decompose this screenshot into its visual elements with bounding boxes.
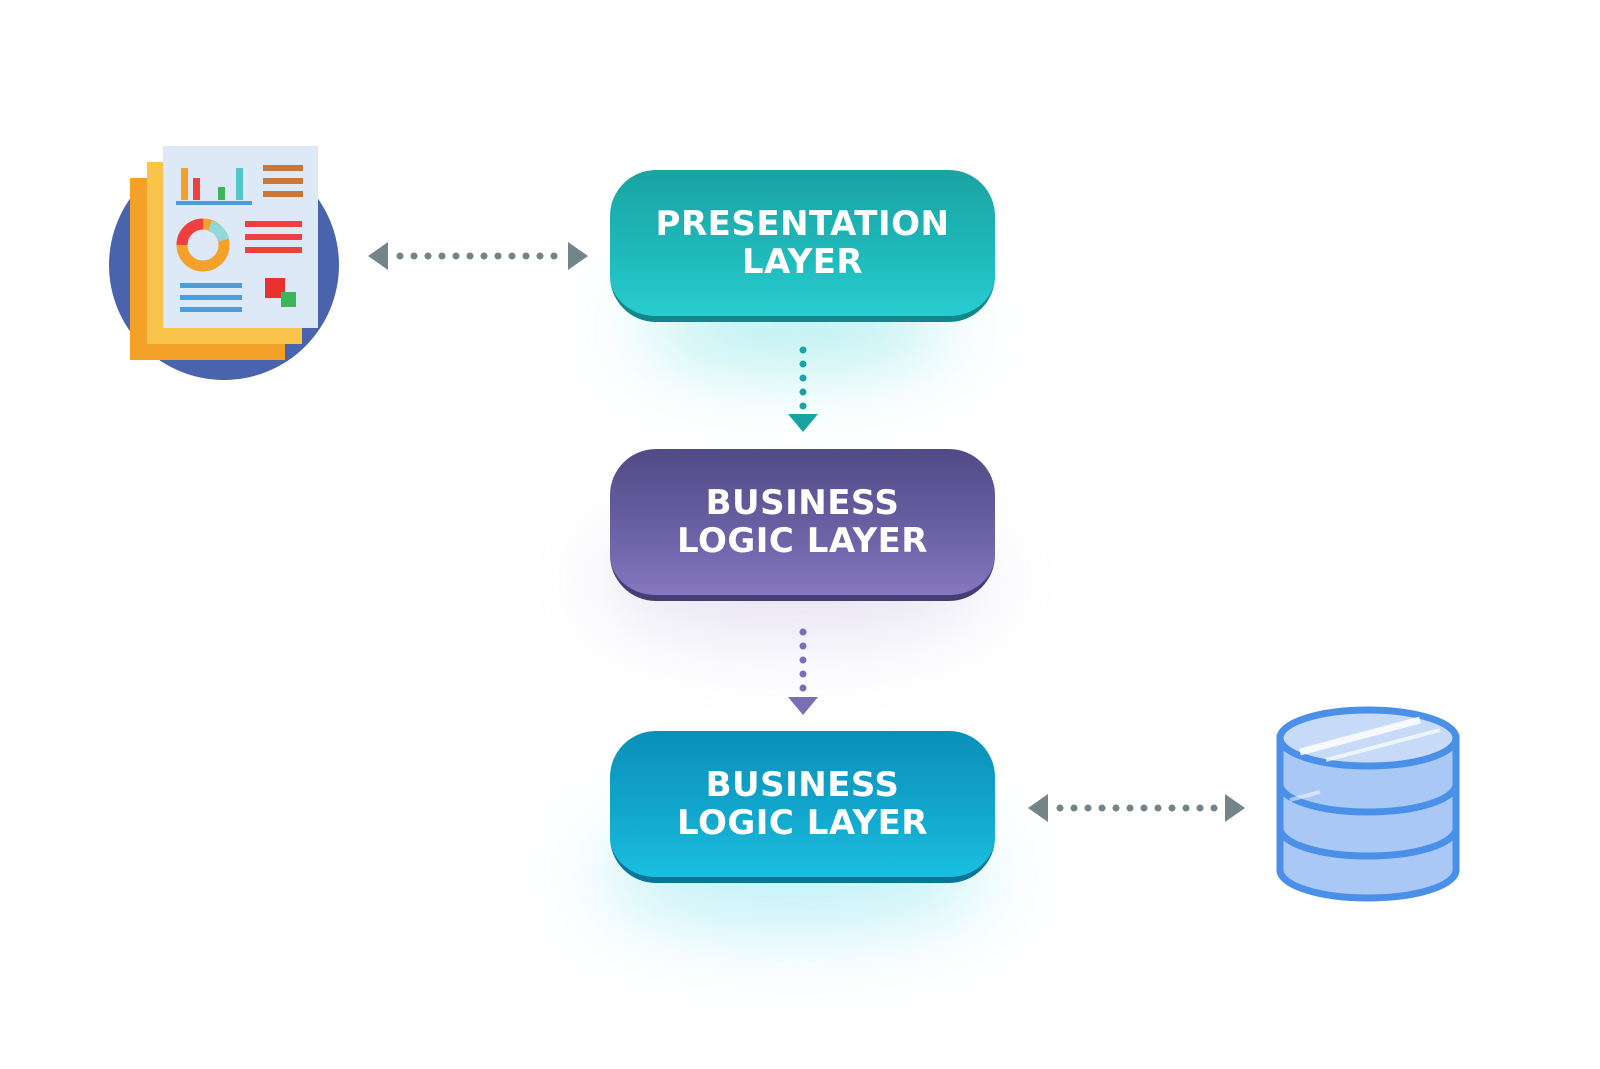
data-link-arrow: [1028, 794, 1245, 822]
down-arrow-1: [788, 346, 818, 432]
data-layer-line2: LOGIC LAYER: [677, 803, 928, 843]
presentation-layer-line1: PRESENTATION: [655, 204, 950, 244]
presentation-link-arrow: [368, 242, 588, 270]
business-layer-line1: BUSINESS: [705, 483, 900, 523]
business-logic-layer-box: BUSINESS LOGIC LAYER: [610, 449, 995, 601]
database-icon: [1276, 706, 1460, 902]
presentation-layer-box: PRESENTATION LAYER: [610, 170, 995, 322]
report-document-icon: [109, 146, 339, 380]
business-layer-line2: LOGIC LAYER: [677, 521, 928, 561]
down-arrow-2: [788, 628, 818, 715]
data-layer-box: BUSINESS LOGIC LAYER: [610, 731, 995, 883]
presentation-layer-line2: LAYER: [741, 242, 864, 282]
data-layer-line1: BUSINESS: [705, 765, 900, 805]
